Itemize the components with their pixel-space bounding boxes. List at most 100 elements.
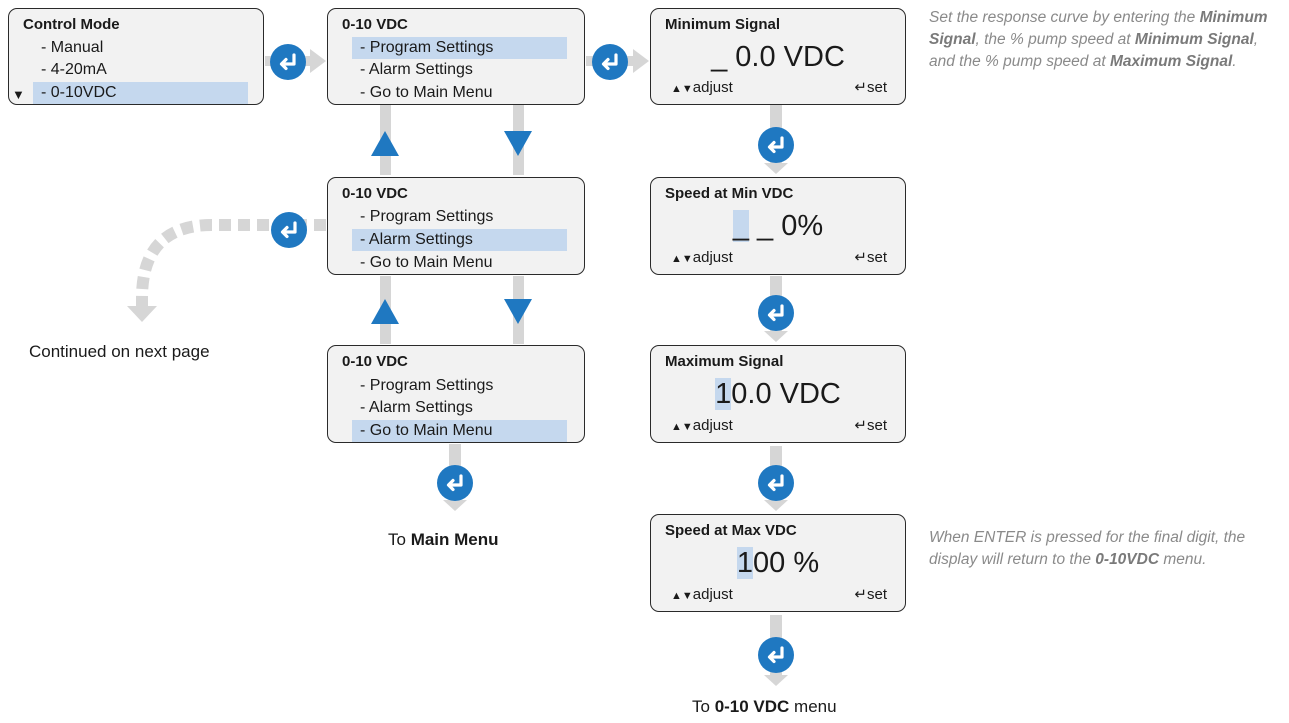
set-hint: ↵set	[854, 416, 887, 434]
value-text: 0.0 VDC	[731, 378, 841, 410]
enter-symbol-icon: ↵	[854, 417, 867, 434]
note-text: , and the % pump speed at	[929, 31, 1259, 70]
note-emphasis: 0-10VDC	[1095, 551, 1160, 568]
edit-cursor: _	[732, 210, 749, 242]
enter-button[interactable]	[592, 44, 628, 80]
up-down-icon: ▲▼	[671, 83, 693, 95]
note-text: .	[1232, 53, 1237, 70]
enter-icon	[767, 474, 784, 492]
value-text: 0.0 VDC	[727, 41, 845, 73]
note-emphasis: Minimum Signal	[929, 9, 1268, 48]
menu-item-manual[interactable]: - Manual	[41, 39, 104, 56]
adjust-label: adjust	[692, 249, 733, 266]
note-emphasis: Minimum Signal	[1134, 31, 1254, 48]
menu-item-4-20ma[interactable]: - 4-20mA	[41, 61, 107, 78]
menu-item-alarm-settings[interactable]: - Alarm Settings	[360, 61, 473, 78]
value-text: _ 0%	[748, 210, 824, 242]
adjust-label: adjust	[692, 417, 733, 434]
to-vdc-menu-caption: To 0-10 VDC menu	[692, 697, 837, 717]
enter-button[interactable]	[758, 127, 794, 163]
enter-icon	[446, 474, 463, 492]
vdc-menu-alarm-selected: 0-10 VDC - Program Settings - Alarm Sett…	[327, 177, 585, 275]
caption-prefix: To	[388, 530, 411, 549]
set-label: set	[866, 586, 887, 603]
screen-title: Speed at Max VDC	[665, 522, 797, 539]
set-label: set	[866, 79, 887, 96]
screen-title: 0-10 VDC	[342, 185, 408, 202]
note-text: menu.	[1159, 551, 1207, 568]
menu-item-program-settings[interactable]: - Program Settings	[360, 208, 494, 225]
enter-icon	[767, 304, 784, 322]
up-down-icon: ▲▼	[671, 421, 693, 433]
caption-emphasis: Main Menu	[410, 530, 499, 549]
enter-button[interactable]	[437, 465, 473, 501]
note-text: Set the response curve by entering the	[929, 9, 1200, 26]
enter-button[interactable]	[758, 295, 794, 331]
speed-value: _ _ 0%	[651, 208, 905, 244]
enter-symbol-icon: ↵	[854, 586, 867, 603]
up-down-icon: ▲▼	[671, 253, 693, 265]
note-text: When ENTER is pressed for the final digi…	[929, 529, 1246, 568]
maximum-signal-screen: Maximum Signal 10.0 VDC ▲▼adjust ↵set	[650, 345, 906, 443]
set-label: set	[866, 417, 887, 434]
enter-button[interactable]	[758, 465, 794, 501]
screen-title: 0-10 VDC	[342, 353, 408, 370]
speed-value: 100 %	[651, 545, 905, 581]
adjust-label: adjust	[692, 79, 733, 96]
caption-emphasis: 0-10 VDC	[714, 697, 790, 716]
adjust-hint: ▲▼adjust	[671, 249, 733, 266]
menu-item-main-menu[interactable]: - Go to Main Menu	[360, 254, 493, 271]
enter-icon	[767, 136, 784, 154]
continued-caption: Continued on next page	[29, 342, 210, 361]
note-emphasis: Maximum Signal	[1109, 53, 1233, 70]
screen-title: Minimum Signal	[665, 16, 781, 33]
set-hint: ↵set	[854, 248, 887, 266]
final-digit-note: When ENTER is pressed for the final digi…	[929, 527, 1269, 571]
enter-button[interactable]	[271, 212, 307, 248]
vdc-menu-program-selected: 0-10 VDC - Program Settings - Alarm Sett…	[327, 8, 585, 105]
caption-prefix: To	[692, 697, 715, 716]
set-label: set	[866, 249, 887, 266]
speed-min-screen: Speed at Min VDC _ _ 0% ▲▼adjust ↵set	[650, 177, 906, 275]
menu-item-alarm-settings[interactable]: - Alarm Settings	[352, 229, 567, 251]
screen-title: 0-10 VDC	[342, 16, 408, 33]
menu-item-main-menu[interactable]: - Go to Main Menu	[352, 420, 567, 442]
menu-item-program-settings[interactable]: - Program Settings	[352, 37, 567, 59]
down-arrow-icon	[504, 131, 532, 156]
up-down-icon: ▲▼	[671, 590, 693, 602]
adjust-hint: ▲▼adjust	[671, 79, 733, 96]
menu-item-alarm-settings[interactable]: - Alarm Settings	[360, 399, 473, 416]
enter-icon	[279, 53, 296, 71]
edit-cursor: 1	[736, 547, 754, 579]
scroll-down-icon: ▼	[12, 87, 25, 102]
enter-button[interactable]	[758, 637, 794, 673]
set-hint: ↵set	[854, 585, 887, 603]
response-curve-note: Set the response curve by entering the M…	[929, 7, 1274, 73]
enter-symbol-icon: ↵	[854, 249, 867, 266]
screen-title: Speed at Min VDC	[665, 185, 794, 202]
minimum-signal-screen: Minimum Signal _ 0.0 VDC ▲▼adjust ↵set	[650, 8, 906, 105]
menu-item-main-menu[interactable]: - Go to Main Menu	[360, 84, 493, 101]
adjust-hint: ▲▼adjust	[671, 417, 733, 434]
menu-item-program-settings[interactable]: - Program Settings	[360, 377, 494, 394]
vdc-menu-main-selected: 0-10 VDC - Program Settings - Alarm Sett…	[327, 345, 585, 443]
note-text: , the % pump speed at	[975, 31, 1135, 48]
speed-max-screen: Speed at Max VDC 100 % ▲▼adjust ↵set	[650, 514, 906, 612]
screen-title: Control Mode	[23, 16, 120, 33]
enter-icon	[601, 53, 618, 71]
adjust-label: adjust	[692, 586, 733, 603]
up-arrow-icon	[371, 131, 399, 156]
enter-symbol-icon: ↵	[854, 79, 867, 96]
adjust-hint: ▲▼adjust	[671, 586, 733, 603]
edit-cursor: _	[711, 41, 728, 73]
enter-icon	[767, 646, 784, 664]
menu-item-0-10vdc[interactable]: - 0-10VDC	[33, 82, 248, 104]
signal-value: 10.0 VDC	[651, 376, 905, 412]
control-mode-screen: Control Mode - Manual - 4-20mA - 0-10VDC…	[8, 8, 264, 105]
value-text: 00 %	[753, 547, 820, 579]
signal-value: _ 0.0 VDC	[651, 39, 905, 75]
dashed-curve-connector	[127, 219, 326, 322]
edit-cursor: 1	[715, 378, 732, 410]
down-arrow-icon	[504, 299, 532, 324]
enter-button[interactable]	[270, 44, 306, 80]
